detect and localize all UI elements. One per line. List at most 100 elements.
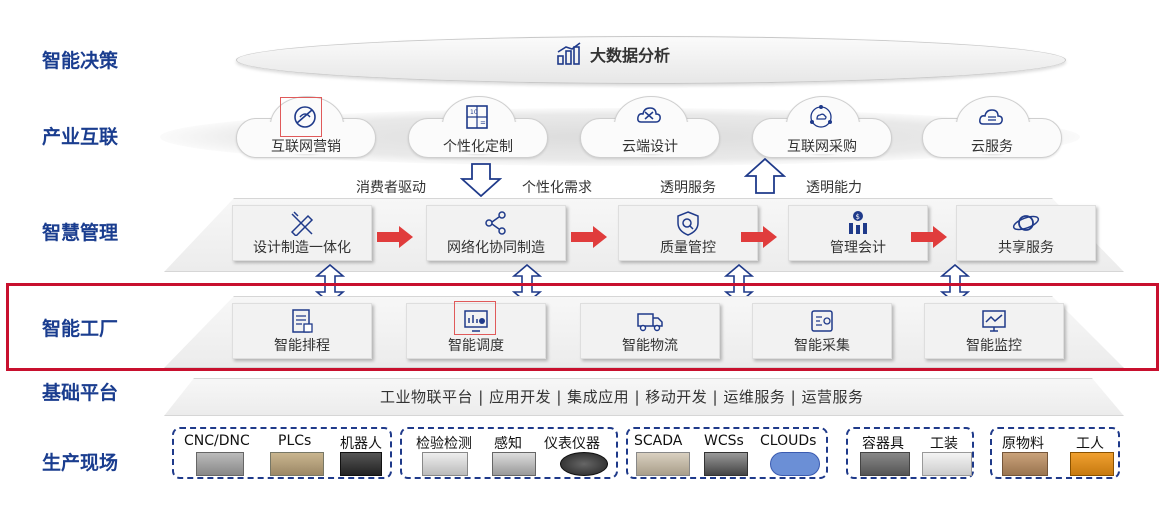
dispatch-monitor-icon — [464, 310, 488, 332]
card-network-collab[interactable]: 网络化协同制造 — [426, 205, 566, 261]
red-right-arrow-icon — [377, 226, 413, 248]
raw-material-image — [1002, 452, 1048, 476]
factory-highlight-frame — [6, 283, 1159, 371]
card-smart-logistics[interactable]: 智能物流 — [580, 303, 720, 359]
field-group-material — [990, 427, 1120, 479]
fixture-image — [922, 452, 972, 476]
svg-text:10: 10 — [470, 109, 478, 116]
card-label: 智能物流 — [622, 338, 678, 354]
highlight-square — [454, 301, 496, 335]
field-item-robot: 机器人 — [340, 436, 382, 452]
platform-services: 工业物联平台 | 应用开发 | 集成应用 | 移动开发 | 运维服务 | 运营服… — [380, 388, 864, 406]
cloud-internet-purchase[interactable]: 互联网采购 — [752, 96, 892, 160]
layer-label-field: 生产现场 — [42, 452, 119, 474]
svg-text:$: $ — [856, 213, 860, 221]
calculator-icon: 10 = — [466, 105, 488, 129]
field-item-clouds: CLOUDs — [760, 433, 817, 449]
card-smart-schedule[interactable]: 智能排程 — [232, 303, 372, 359]
cloud-list-icon — [979, 109, 1003, 125]
field-item-inspection: 检验检测 — [416, 436, 472, 452]
cloud-label: 云端设计 — [622, 139, 678, 155]
base-platform — [164, 378, 1124, 416]
gauge-image — [560, 452, 608, 476]
wcs-image — [704, 452, 748, 476]
robot-image — [340, 452, 382, 476]
inspection-image — [422, 452, 468, 476]
finance-chart-icon: $ — [849, 211, 867, 234]
field-item-raw-material: 原物料 — [1002, 436, 1044, 452]
card-smart-dispatch[interactable]: 智能调度 — [406, 303, 546, 359]
sensor-image — [492, 452, 536, 476]
down-hollow-arrow-icon — [460, 163, 502, 197]
globe-pen-icon — [294, 106, 316, 128]
layer-label-factory: 智能工厂 — [42, 318, 119, 340]
schedule-doc-icon — [292, 309, 313, 333]
field-item-sensing: 感知 — [494, 436, 522, 452]
card-label: 智能排程 — [274, 338, 330, 354]
worker-image — [1070, 452, 1114, 476]
flow-personal-demand: 个性化需求 — [522, 180, 592, 196]
container-image — [860, 452, 910, 476]
layer-label-management: 智慧管理 — [42, 222, 119, 244]
field-group-systems — [626, 427, 828, 479]
field-group-sensing — [400, 427, 618, 479]
bar-chart-icon — [557, 42, 581, 65]
field-item-instrument: 仪表仪器 — [544, 436, 600, 452]
share-icon — [485, 211, 506, 235]
red-right-arrow-icon — [741, 226, 777, 248]
card-design-manufacture[interactable]: 设计制造一体化 — [232, 205, 372, 261]
plc-image — [270, 452, 324, 476]
card-label: 设计制造一体化 — [253, 240, 351, 256]
field-item-plcs: PLCs — [278, 433, 312, 449]
card-smart-collect[interactable]: 智能采集 — [752, 303, 892, 359]
field-item-container: 容器具 — [862, 436, 904, 452]
field-item-worker: 工人 — [1076, 436, 1104, 452]
svg-text:=: = — [480, 119, 486, 127]
card-label: 管理会计 — [830, 240, 886, 256]
flow-transparent-ability: 透明能力 — [806, 180, 862, 196]
field-item-scada: SCADA — [634, 433, 683, 449]
card-management-accounting[interactable]: $ 管理会计 — [788, 205, 928, 261]
card-label: 共享服务 — [998, 240, 1054, 256]
flow-consumer-driven: 消费者驱动 — [356, 180, 426, 196]
cloud-label: 个性化定制 — [443, 139, 513, 155]
cloud-cloud-service[interactable]: 云服务 — [922, 96, 1062, 160]
flow-transparent-service: 透明服务 — [660, 180, 716, 196]
field-group-tooling — [846, 427, 974, 479]
up-hollow-arrow-icon — [744, 158, 786, 194]
pencil-ruler-icon — [290, 211, 314, 236]
cloud-label: 互联网采购 — [787, 139, 857, 155]
layer-label-decision: 智能决策 — [42, 50, 119, 72]
big-data-analysis[interactable]: 大数据分析 — [556, 42, 670, 66]
card-smart-monitor[interactable]: 智能监控 — [924, 303, 1064, 359]
cloud-label: 云服务 — [971, 139, 1013, 155]
shield-search-icon — [677, 211, 699, 236]
card-label: 质量管控 — [660, 240, 716, 256]
truck-icon — [637, 313, 663, 332]
field-item-cnc: CNC/DNC — [184, 433, 250, 449]
scada-image — [636, 452, 690, 476]
cloud-tools-icon — [637, 107, 661, 123]
cnc-machine-image — [196, 452, 244, 476]
card-label: 网络化协同制造 — [447, 240, 545, 256]
card-shared-service[interactable]: 共享服务 — [956, 205, 1096, 261]
cloud-internet-marketing[interactable]: 互联网营销 — [236, 96, 376, 160]
cloud-cloud-design[interactable]: 云端设计 — [580, 96, 720, 160]
layer-label-industry: 产业互联 — [42, 126, 119, 148]
card-label: 智能采集 — [794, 338, 850, 354]
network-cloud-icon — [810, 105, 832, 128]
decision-cloud — [236, 36, 1066, 84]
clouds-image — [770, 452, 820, 476]
collect-card-icon — [811, 310, 833, 332]
big-data-title: 大数据分析 — [590, 46, 671, 65]
field-item-wcss: WCSs — [704, 433, 744, 449]
field-item-fixture: 工装 — [930, 436, 958, 452]
layer-label-platform: 基础平台 — [42, 382, 119, 404]
field-group-equipment — [172, 427, 392, 479]
cloud-label: 互联网营销 — [271, 139, 341, 155]
orbit-icon — [1012, 215, 1040, 231]
card-quality-control[interactable]: 质量管控 — [618, 205, 758, 261]
highlight-square — [280, 97, 322, 137]
cloud-personal-customize[interactable]: 10 = 个性化定制 — [408, 96, 548, 160]
card-label: 智能监控 — [966, 338, 1022, 354]
